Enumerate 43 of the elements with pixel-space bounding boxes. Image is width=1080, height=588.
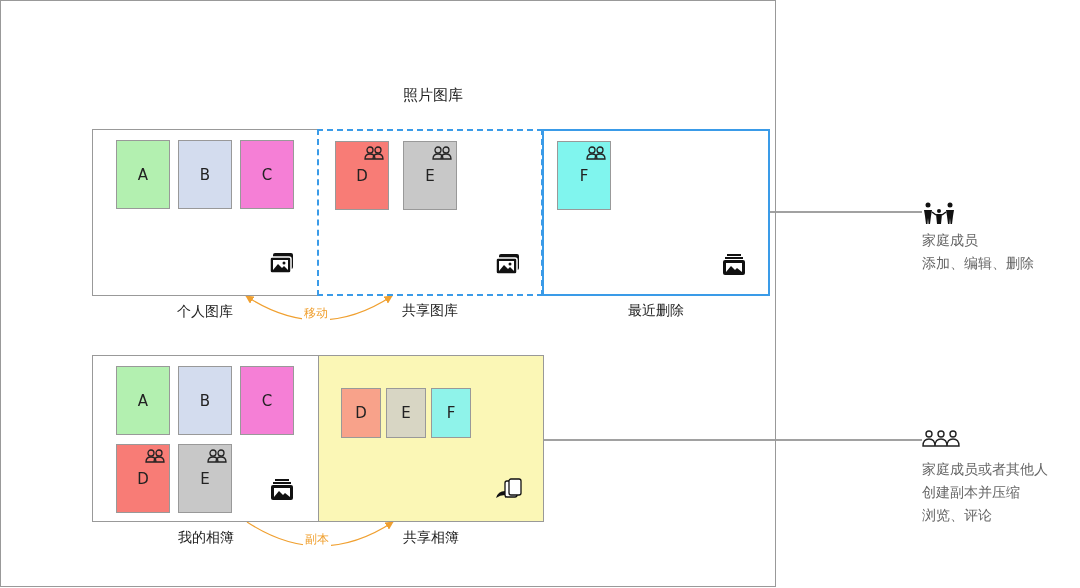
note-text: 家庭成员 <box>922 231 978 250</box>
photo-tile <box>341 388 381 438</box>
photo-letter: D <box>356 166 368 185</box>
photo-tile <box>240 366 294 435</box>
photo-tile <box>178 140 232 209</box>
note-text: 浏览、评论 <box>922 506 992 525</box>
note-text: 创建副本并压缩 <box>922 483 1020 502</box>
photo-letter: A <box>137 391 149 410</box>
photo-letter: D <box>137 469 149 488</box>
photo-tile <box>116 366 170 435</box>
photo-letter: C <box>261 165 273 184</box>
photo-tile <box>431 388 471 438</box>
photo-tile <box>386 388 426 438</box>
photo-letter: E <box>425 166 435 185</box>
leader-line <box>769 211 923 213</box>
panel-label: 共享相簿 <box>403 529 459 547</box>
title: 照片图库 <box>402 86 464 105</box>
photo-tile <box>403 141 457 210</box>
photo-letter: F <box>446 404 456 422</box>
photo-tile <box>116 444 170 513</box>
photo-tile <box>116 140 170 209</box>
photo-letter: B <box>199 165 211 184</box>
photo-letter: C <box>261 391 273 410</box>
photo-letter: F <box>579 166 589 185</box>
leader-line <box>543 439 923 441</box>
photo-tile <box>178 366 232 435</box>
photo-letter: A <box>137 165 149 184</box>
photo-tile <box>557 141 611 210</box>
photo-tile <box>335 141 389 210</box>
panel-label: 最近删除 <box>628 302 684 320</box>
photo-tile <box>178 444 232 513</box>
note-text: 添加、编辑、删除 <box>922 254 1034 273</box>
edge-label: 副本 <box>303 531 331 548</box>
note-text: 家庭成员或者其他人 <box>922 460 1048 479</box>
photo-letter: E <box>200 469 210 488</box>
panel-label: 我的相簿 <box>177 529 234 547</box>
panel-label: 共享图库 <box>402 302 458 320</box>
photo-letter: D <box>355 404 367 422</box>
edge-label: 移动 <box>302 305 330 322</box>
photo-letter: E <box>401 404 411 422</box>
photo-letter: B <box>199 391 211 410</box>
photo-tile <box>240 140 294 209</box>
panel-label: 个人图库 <box>177 303 233 321</box>
